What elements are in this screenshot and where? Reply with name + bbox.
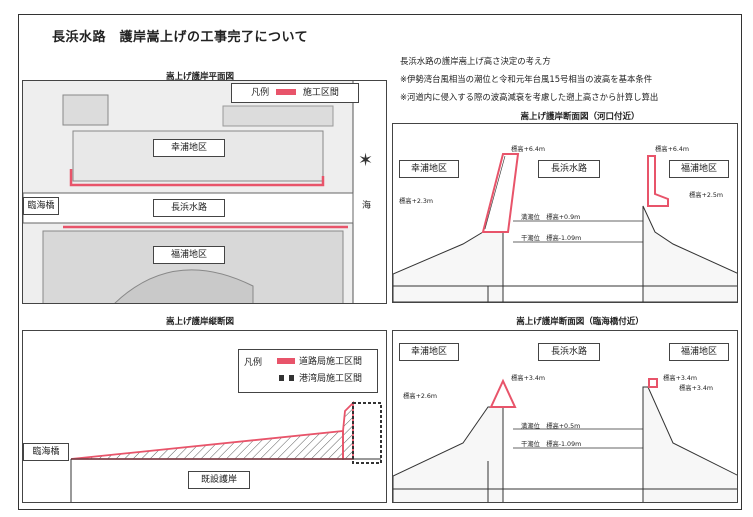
mouth-center-label: 長浜水路 xyxy=(538,160,600,178)
plan-waterway-label: 長浜水路 xyxy=(153,199,225,217)
existing-wall-label: 既設護岸 xyxy=(188,471,250,489)
mouth-low-tide: 干潮位 標高-1.09m xyxy=(521,235,582,242)
bridge-right-district: 福浦地区 xyxy=(669,343,729,361)
bridge-left-district: 幸浦地区 xyxy=(399,343,459,361)
legend-port-swatch-a xyxy=(279,375,284,381)
section-bridge-drawing xyxy=(393,378,737,502)
bridge-right-top: 標高+3.4m xyxy=(663,375,698,382)
note-1: 長浜水路の護岸嵩上げ高さ決定の考え方 xyxy=(400,56,551,66)
mouth-left-top: 標高+6.4m xyxy=(511,146,546,153)
bridge-low-tide: 干潮位 標高-1.09m xyxy=(521,441,582,448)
longitudinal-bridge-label: 臨海橋 xyxy=(23,443,69,461)
bridge-high-tide: 満潮位 標高+0.5m xyxy=(521,423,581,430)
note-3: ※河道内に侵入する際の波高減衰を考慮した遡上高さから計算し算出 xyxy=(400,92,659,102)
longitudinal-legend: 凡例 道路局施工区間 港湾局施工区間 xyxy=(238,349,378,393)
bridge-left-ground: 標高+2.6m xyxy=(403,393,438,400)
plan-bridge-label: 臨海橋 xyxy=(23,197,59,215)
compass-icon: ✶ xyxy=(358,150,374,171)
section-mouth-panel: 幸浦地区 長浜水路 福浦地区 標高+6.4m 標高+6.4m 標高+2.3m 標… xyxy=(392,123,738,303)
section-bridge-caption: 嵩上げ護岸断面図（臨海橋付近） xyxy=(516,317,644,327)
mouth-right-ground: 標高+2.5m xyxy=(689,192,724,199)
mouth-right-district: 福浦地区 xyxy=(669,160,729,178)
mouth-right-top: 標高+6.4m xyxy=(655,146,690,153)
legend-port-swatch-b xyxy=(289,375,294,381)
mouth-high-tide: 満潮位 標高+0.9m xyxy=(521,214,581,221)
page-title: 長浜水路 護岸嵩上げの工事完了について xyxy=(52,30,309,45)
sea-label: 海 xyxy=(362,201,372,211)
bridge-right-ground: 標高+3.4m xyxy=(679,385,714,392)
plan-legend-title: 凡例 xyxy=(251,88,270,98)
plan-caption: 嵩上げ護岸平面図 xyxy=(165,72,234,82)
mouth-left-ground: 標高+2.3m xyxy=(399,198,434,205)
bridge-left-top: 標高+3.4m xyxy=(511,375,546,382)
legend-port-label: 港湾局施工区間 xyxy=(299,374,363,384)
plan-legend-item: 施工区間 xyxy=(302,88,339,98)
plan-drawing xyxy=(23,81,386,303)
section-mouth-drawing xyxy=(393,153,737,302)
plan-panel: 凡例 施工区間 幸浦地区 長浜水路 福浦地区 臨海橋 xyxy=(22,80,387,304)
section-bridge-panel: 幸浦地区 長浜水路 福浦地区 標高+3.4m 標高+3.4m 標高+2.6m 標… xyxy=(392,330,738,503)
section-mouth-caption: 嵩上げ護岸断面図（河口付近） xyxy=(520,112,640,122)
legend-road-label: 道路局施工区間 xyxy=(299,357,363,367)
legend-road-swatch xyxy=(277,358,295,364)
plan-south-district: 福浦地区 xyxy=(153,246,225,264)
page-frame xyxy=(18,14,742,510)
notes: 長浜水路の護岸嵩上げ高さ決定の考え方 ※伊勢湾台風相当の潮位と令和元年台風15号… xyxy=(400,52,658,106)
longitudinal-drawing xyxy=(70,400,382,502)
longitudinal-legend-title: 凡例 xyxy=(244,358,263,368)
plan-legend-swatch xyxy=(276,89,296,95)
bridge-center-label: 長浜水路 xyxy=(538,343,600,361)
note-2: ※伊勢湾台風相当の潮位と令和元年台風15号相当の波高を基本条件 xyxy=(400,74,653,84)
longitudinal-panel: 凡例 道路局施工区間 港湾局施工区間 臨海橋 既設護岸 xyxy=(22,330,387,503)
plan-legend: 凡例 施工区間 xyxy=(231,83,359,103)
longitudinal-caption: 嵩上げ護岸縦断図 xyxy=(165,317,234,327)
plan-north-district: 幸浦地区 xyxy=(153,139,225,157)
mouth-left-district: 幸浦地区 xyxy=(399,160,459,178)
